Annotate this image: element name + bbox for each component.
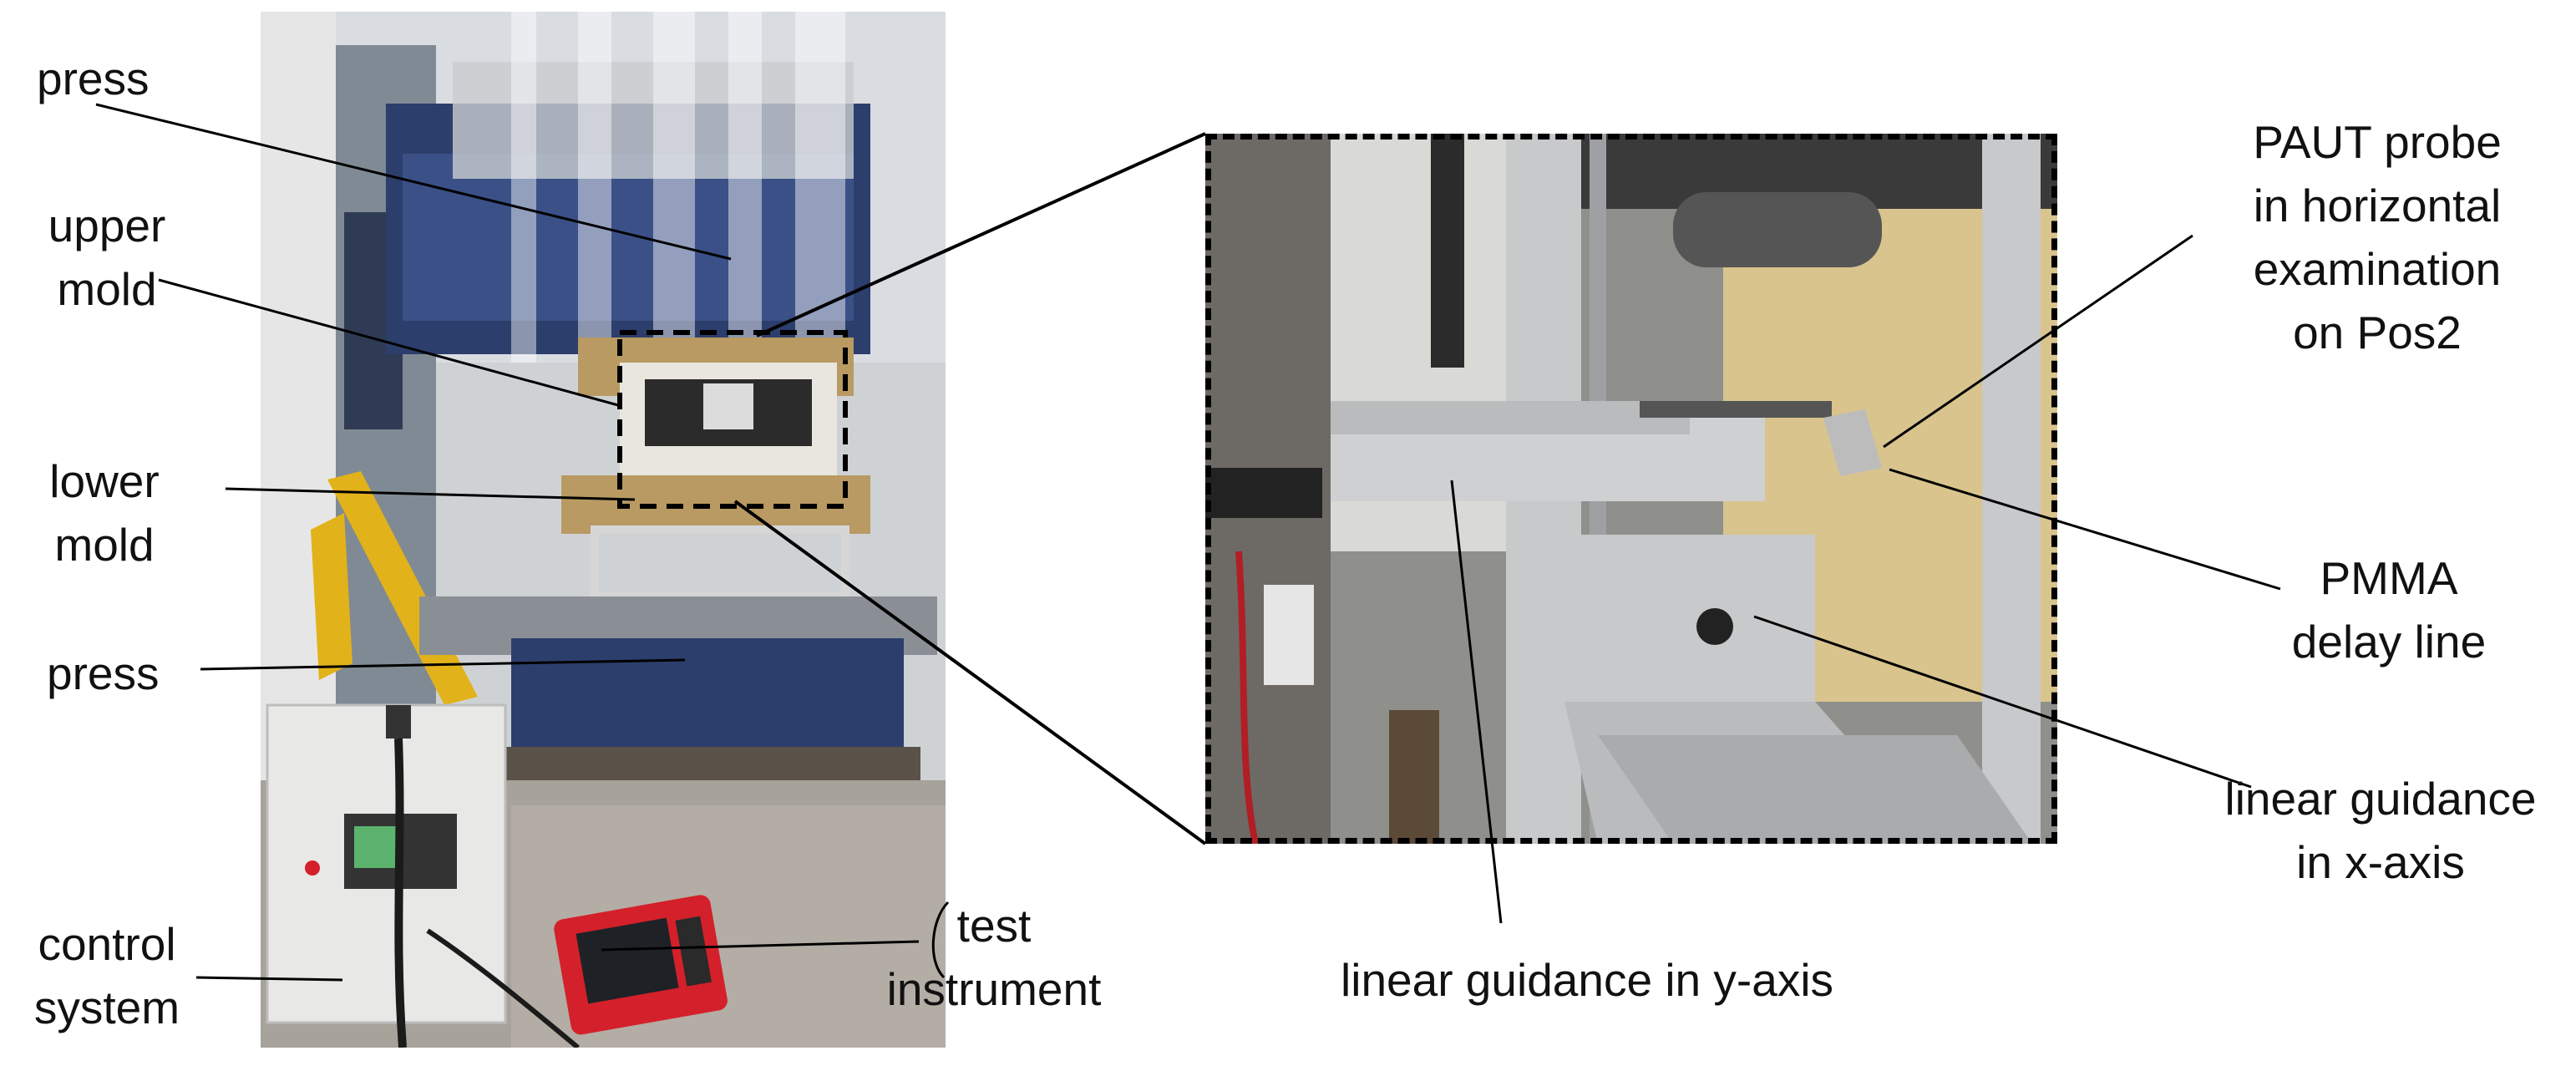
label-control-system-line2: system	[33, 982, 180, 1033]
label-paut-line2: in horizontal	[2253, 180, 2502, 231]
leader-press-top	[95, 103, 732, 261]
label-paut-probe: PAUT probe in horizontal examination on …	[2190, 110, 2564, 364]
label-lower-mold: lower mold	[33, 449, 175, 576]
label-control-system-line1: control	[38, 918, 176, 970]
label-linear-guidance-x: linear guidance in x-axis	[2197, 767, 2564, 894]
label-lower-mold-line1: lower	[49, 455, 160, 507]
detail-photo	[1205, 134, 2057, 844]
leader-pmma	[1889, 468, 2281, 591]
label-press-bottom: press	[47, 647, 160, 699]
detail-frame	[1205, 134, 2057, 844]
leader-test-instrument	[601, 940, 920, 952]
label-test-instrument-line1: test	[956, 900, 1032, 952]
label-upper-mold: upper mold	[33, 194, 180, 321]
leader-paut	[1883, 234, 2193, 449]
label-pmma-line1: PMMA	[2320, 552, 2458, 604]
label-paut-line1: PAUT probe	[2253, 116, 2502, 168]
label-linear-x-line2: in x-axis	[2296, 836, 2465, 888]
label-upper-mold-line2: mold	[57, 263, 157, 315]
label-linear-x-line1: linear guidance	[2224, 773, 2537, 825]
label-pmma-delay-line: PMMA delay line	[2255, 546, 2523, 673]
label-control-system: control system	[17, 912, 197, 1039]
label-paut-line4: on Pos2	[2293, 307, 2462, 358]
label-press-top: press	[37, 53, 150, 104]
label-linear-guidance-y: linear guidance in y-axis	[1341, 954, 1834, 1006]
leader-control-system	[195, 976, 343, 982]
label-test-instrument: test instrument	[869, 894, 1119, 1021]
label-paut-line3: examination	[2253, 243, 2502, 295]
zoom-line-bottom	[733, 500, 1207, 845]
leader-press-bottom	[200, 658, 686, 671]
label-test-instrument-line2: instrument	[886, 963, 1102, 1015]
label-lower-mold-line2: mold	[54, 519, 155, 571]
zoom-line-top	[756, 132, 1206, 338]
label-upper-mold-line1: upper	[48, 200, 166, 251]
leader-lower-mold	[225, 487, 636, 501]
leader-upper-mold	[158, 278, 619, 407]
bracket-test-instrument	[931, 901, 950, 979]
leader-linear-y	[1450, 480, 1503, 924]
inset-box	[617, 330, 848, 509]
label-pmma-line2: delay line	[2291, 616, 2487, 667]
press-setup-photo	[261, 12, 946, 1048]
leader-linear-x	[1753, 615, 2252, 789]
